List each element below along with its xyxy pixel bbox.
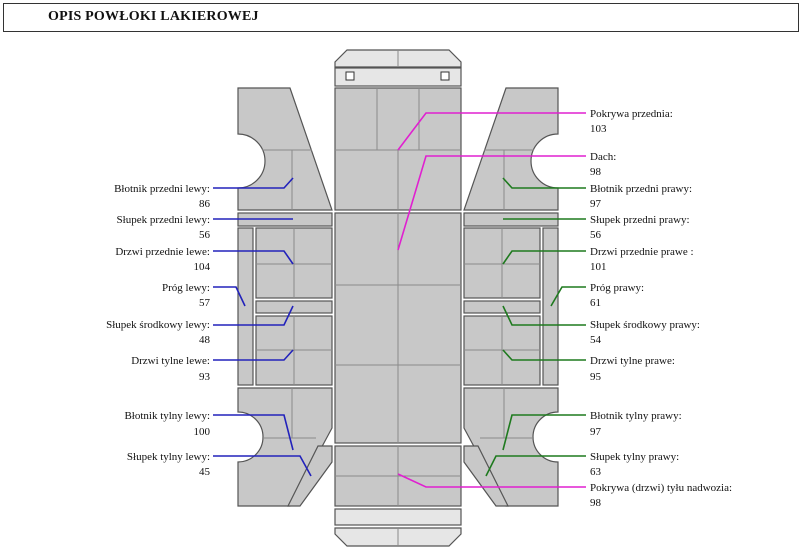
label-right-rear-door: Drzwi tylne prawe:	[590, 355, 675, 367]
label-hood: Pokrywa przednia:	[590, 108, 673, 120]
value-right-front-fender: 97	[590, 198, 602, 210]
label-right-b-pillar: Słupek środkowy prawy:	[590, 319, 700, 331]
value-left-front-door: 104	[194, 261, 211, 273]
value-right-front-door: 101	[590, 261, 607, 273]
right-sill	[542, 227, 559, 386]
left-rear-door	[255, 315, 333, 386]
value-right-rear-fender: 97	[590, 426, 602, 438]
header-box: OPIS POWŁOKI LAKIEROWEJ	[3, 3, 799, 32]
right-leaders	[485, 177, 586, 477]
label-left-front-door: Drzwi przednie lewe:	[115, 246, 210, 258]
right-rear-fender	[463, 387, 559, 507]
label-left-c-pillar: Słupek tylny lewy:	[127, 451, 210, 463]
label-right-sill: Próg prawy:	[590, 282, 644, 294]
label-left-rear-fender: Błotnik tylny lewy:	[124, 410, 210, 422]
label-left-front-fender: Błotnik przedni lewy:	[114, 183, 210, 195]
label-roof: Dach:	[590, 151, 616, 163]
left-leaders	[213, 177, 312, 477]
left-c-pillar	[287, 445, 333, 507]
roof-panel	[334, 212, 462, 444]
label-right-c-pillar: Słupek tylny prawy:	[590, 451, 679, 463]
value-right-c-pillar: 63	[590, 466, 602, 478]
value-right-rear-door: 95	[590, 371, 602, 383]
right-front-fender	[463, 87, 559, 211]
left-front-fender	[237, 87, 333, 211]
left-labels: Błotnik przedni lewy: 86 Słupek przedni …	[106, 183, 210, 478]
value-right-b-pillar: 54	[590, 334, 602, 346]
value-tailgate: 98	[590, 497, 602, 509]
value-right-a-pillar: 56	[590, 229, 602, 241]
value-left-rear-door: 93	[199, 371, 211, 383]
page-title: OPIS POWŁOKI LAKIEROWEJ	[48, 9, 259, 24]
right-rear-door	[463, 315, 541, 386]
value-left-front-fender: 86	[199, 198, 211, 210]
right-b-pillar	[463, 300, 541, 314]
label-right-front-door: Drzwi przednie prawe :	[590, 246, 694, 258]
left-rear-fender	[237, 387, 333, 507]
left-b-pillar	[255, 300, 333, 314]
rear-bumper	[334, 508, 462, 547]
value-roof: 98	[590, 166, 602, 178]
value-hood: 103	[590, 123, 607, 135]
value-left-c-pillar: 45	[199, 466, 211, 478]
right-labels: Pokrywa przednia: 103 Dach: 98 Błotnik p…	[590, 108, 732, 509]
value-right-sill: 61	[590, 297, 601, 309]
label-right-rear-fender: Błotnik tylny prawy:	[590, 410, 682, 422]
front-bumper	[334, 49, 462, 87]
label-left-rear-door: Drzwi tylne lewe:	[131, 355, 210, 367]
label-left-a-pillar: Słupek przedni lewy:	[117, 214, 210, 226]
right-front-door	[463, 227, 541, 299]
label-tailgate: Pokrywa (drzwi) tyłu nadwozia:	[590, 482, 732, 494]
value-left-b-pillar: 48	[199, 334, 211, 346]
value-left-rear-fender: 100	[194, 426, 211, 438]
value-left-sill: 57	[199, 297, 211, 309]
label-left-b-pillar: Słupek środkowy lewy:	[106, 319, 210, 331]
center-leaders	[397, 112, 586, 488]
left-front-door	[255, 227, 333, 299]
label-right-a-pillar: Słupek przedni prawy:	[590, 214, 690, 226]
value-left-a-pillar: 56	[199, 229, 211, 241]
label-left-sill: Próg lewy:	[162, 282, 210, 294]
left-sill	[237, 227, 254, 386]
label-right-front-fender: Błotnik przedni prawy:	[590, 183, 692, 195]
trunk-panel	[334, 445, 462, 507]
